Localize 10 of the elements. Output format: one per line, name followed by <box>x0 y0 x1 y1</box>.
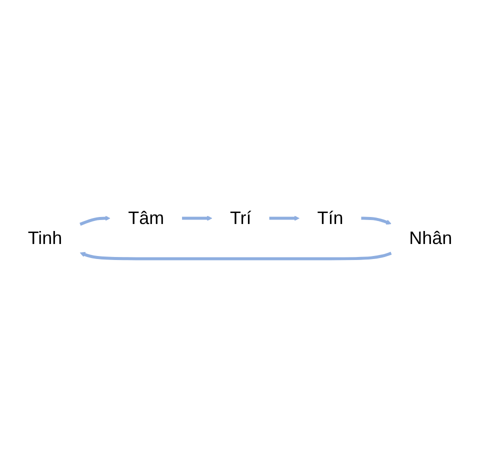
node-text: Tín <box>317 208 344 228</box>
node-text: Tâm <box>128 208 164 228</box>
arrow <box>80 252 392 260</box>
arrow <box>80 216 110 226</box>
arrow <box>269 216 300 222</box>
arrow <box>361 216 392 225</box>
arrow <box>182 216 212 222</box>
node-text: Trí <box>230 208 252 228</box>
node-text: Nhân <box>409 228 452 249</box>
node-text: Tinh <box>28 228 62 249</box>
